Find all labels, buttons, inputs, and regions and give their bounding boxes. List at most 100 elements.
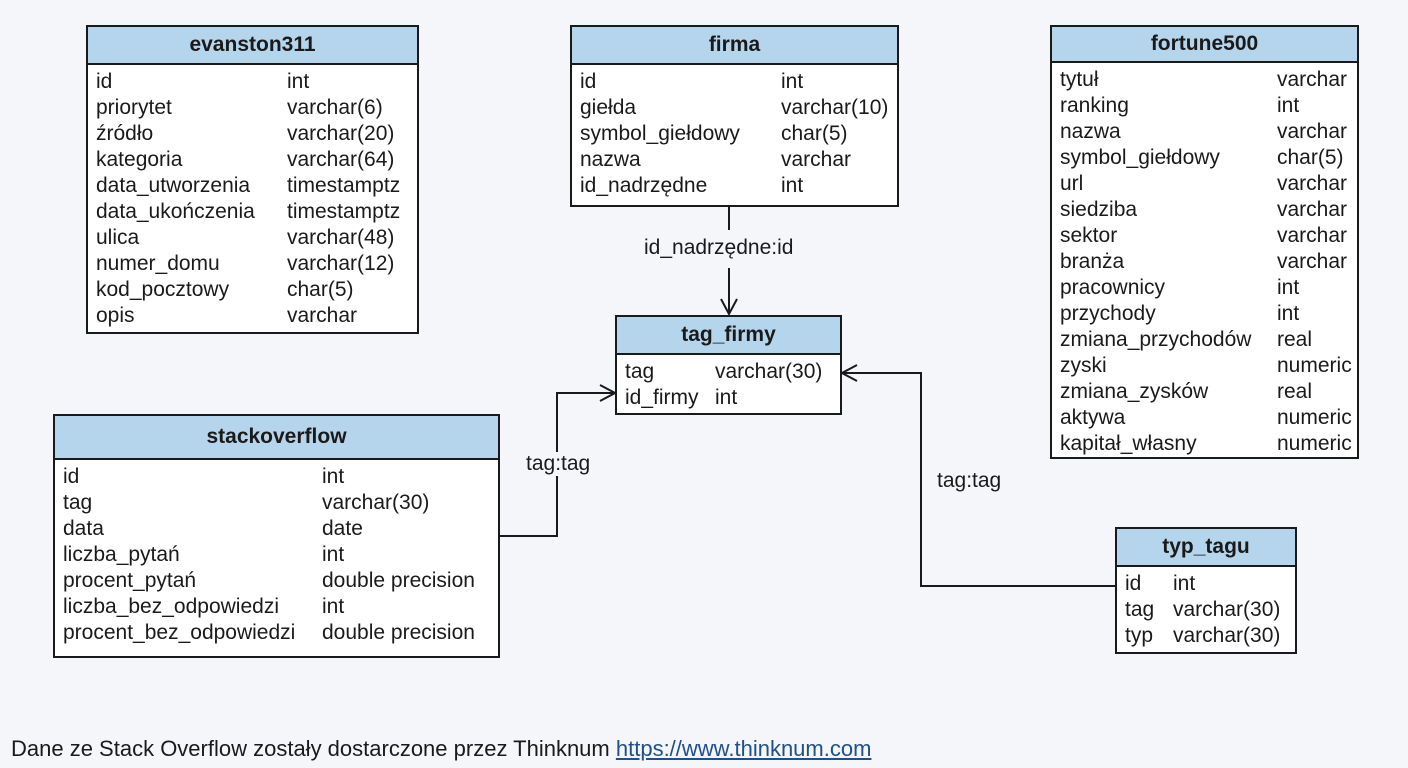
footer-link[interactable]: https://www.thinknum.com [615,736,872,761]
column-name: procent_pytań [63,569,197,592]
footer-text: Dane ze Stack Overflow zostały dostarczo… [11,736,610,761]
column-type: numeric [1277,354,1352,377]
column-row: tag varchar(30) [63,490,490,516]
column-type: varchar [1277,68,1348,91]
column-name: opis [96,304,135,327]
column-row: sektor varchar [1060,223,1349,249]
column-name: tag [1125,598,1155,621]
table-firma-header: firma [572,27,897,65]
column-row: data date [63,516,490,542]
column-type: char(5) [1277,146,1344,169]
column-row: giełda varchar(10) [580,95,889,121]
column-name: aktywa [1060,406,1126,429]
column-type: varchar [287,304,358,327]
column-row: opis varchar [96,303,409,329]
column-name: giełda [580,96,637,119]
column-name: sektor [1060,224,1118,247]
column-type: date [322,517,363,540]
column-name: pracownicy [1060,276,1166,299]
column-row: nazwa varchar [580,147,889,173]
table-evanston311-header: evanston311 [88,27,417,65]
column-type: int [322,465,345,488]
column-name: ranking [1060,94,1129,117]
column-name: tytuł [1060,68,1099,91]
column-type: varchar(10) [781,96,889,119]
column-name: nazwa [580,148,641,171]
column-type: varchar [1277,120,1348,143]
column-row: kapitał_własny numeric [1060,431,1352,457]
column-name: id_firmy [625,386,699,409]
relation-label-stackoverflow-tag-firmy: tag:tag [526,452,591,476]
column-name: data [63,517,104,540]
column-type: varchar(48) [287,226,395,249]
column-name: kategoria [96,148,183,171]
column-type: varchar(12) [287,252,395,275]
column-row: data_ukończenia timestamptz [96,199,409,225]
column-name: zmiana_przychodów [1060,328,1252,351]
column-name: id_nadrzędne [580,174,708,197]
column-type: varchar(6) [287,96,383,119]
column-type: varchar(30) [322,491,430,514]
column-type: real [1277,328,1313,351]
column-type: char(5) [781,122,848,145]
column-name: priorytet [96,96,172,119]
column-type: varchar(30) [1173,624,1281,647]
column-name: url [1060,172,1084,195]
column-type: varchar [781,148,852,171]
column-name: typ [1125,624,1154,647]
column-type: varchar(30) [1173,598,1281,621]
column-type: real [1277,380,1313,403]
column-type: int [1277,276,1300,299]
column-type: numeric [1277,432,1352,455]
column-row: zmiana_przychodów real [1060,327,1349,353]
column-name: tag [63,491,93,514]
column-row: aktywa numeric [1060,405,1352,431]
column-name: id [96,70,113,93]
column-type: char(5) [287,278,354,301]
column-row: ranking int [1060,93,1349,119]
column-name: data_ukończenia [96,200,255,223]
column-type: varchar(20) [287,122,395,145]
relation-label-firma-tag-firmy: id_nadrzędne:id [644,236,794,260]
column-name: kapitał_własny [1060,432,1197,455]
footer-credit: Dane ze Stack Overflow zostały dostarczo… [11,736,871,762]
column-type: numeric [1277,406,1352,429]
column-name: liczba_bez_odpowiedzi [63,595,279,618]
table-stackoverflow-header: stackoverflow [55,416,498,460]
column-type: varchar [1277,224,1348,247]
column-type: int [1277,94,1300,117]
column-name: zmiana_zysków [1060,380,1209,403]
column-type: timestamptz [287,200,401,223]
column-row: tag varchar(30) [1125,597,1287,623]
column-name: procent_bez_odpowiedzi [63,621,296,644]
column-type: int [322,595,345,618]
